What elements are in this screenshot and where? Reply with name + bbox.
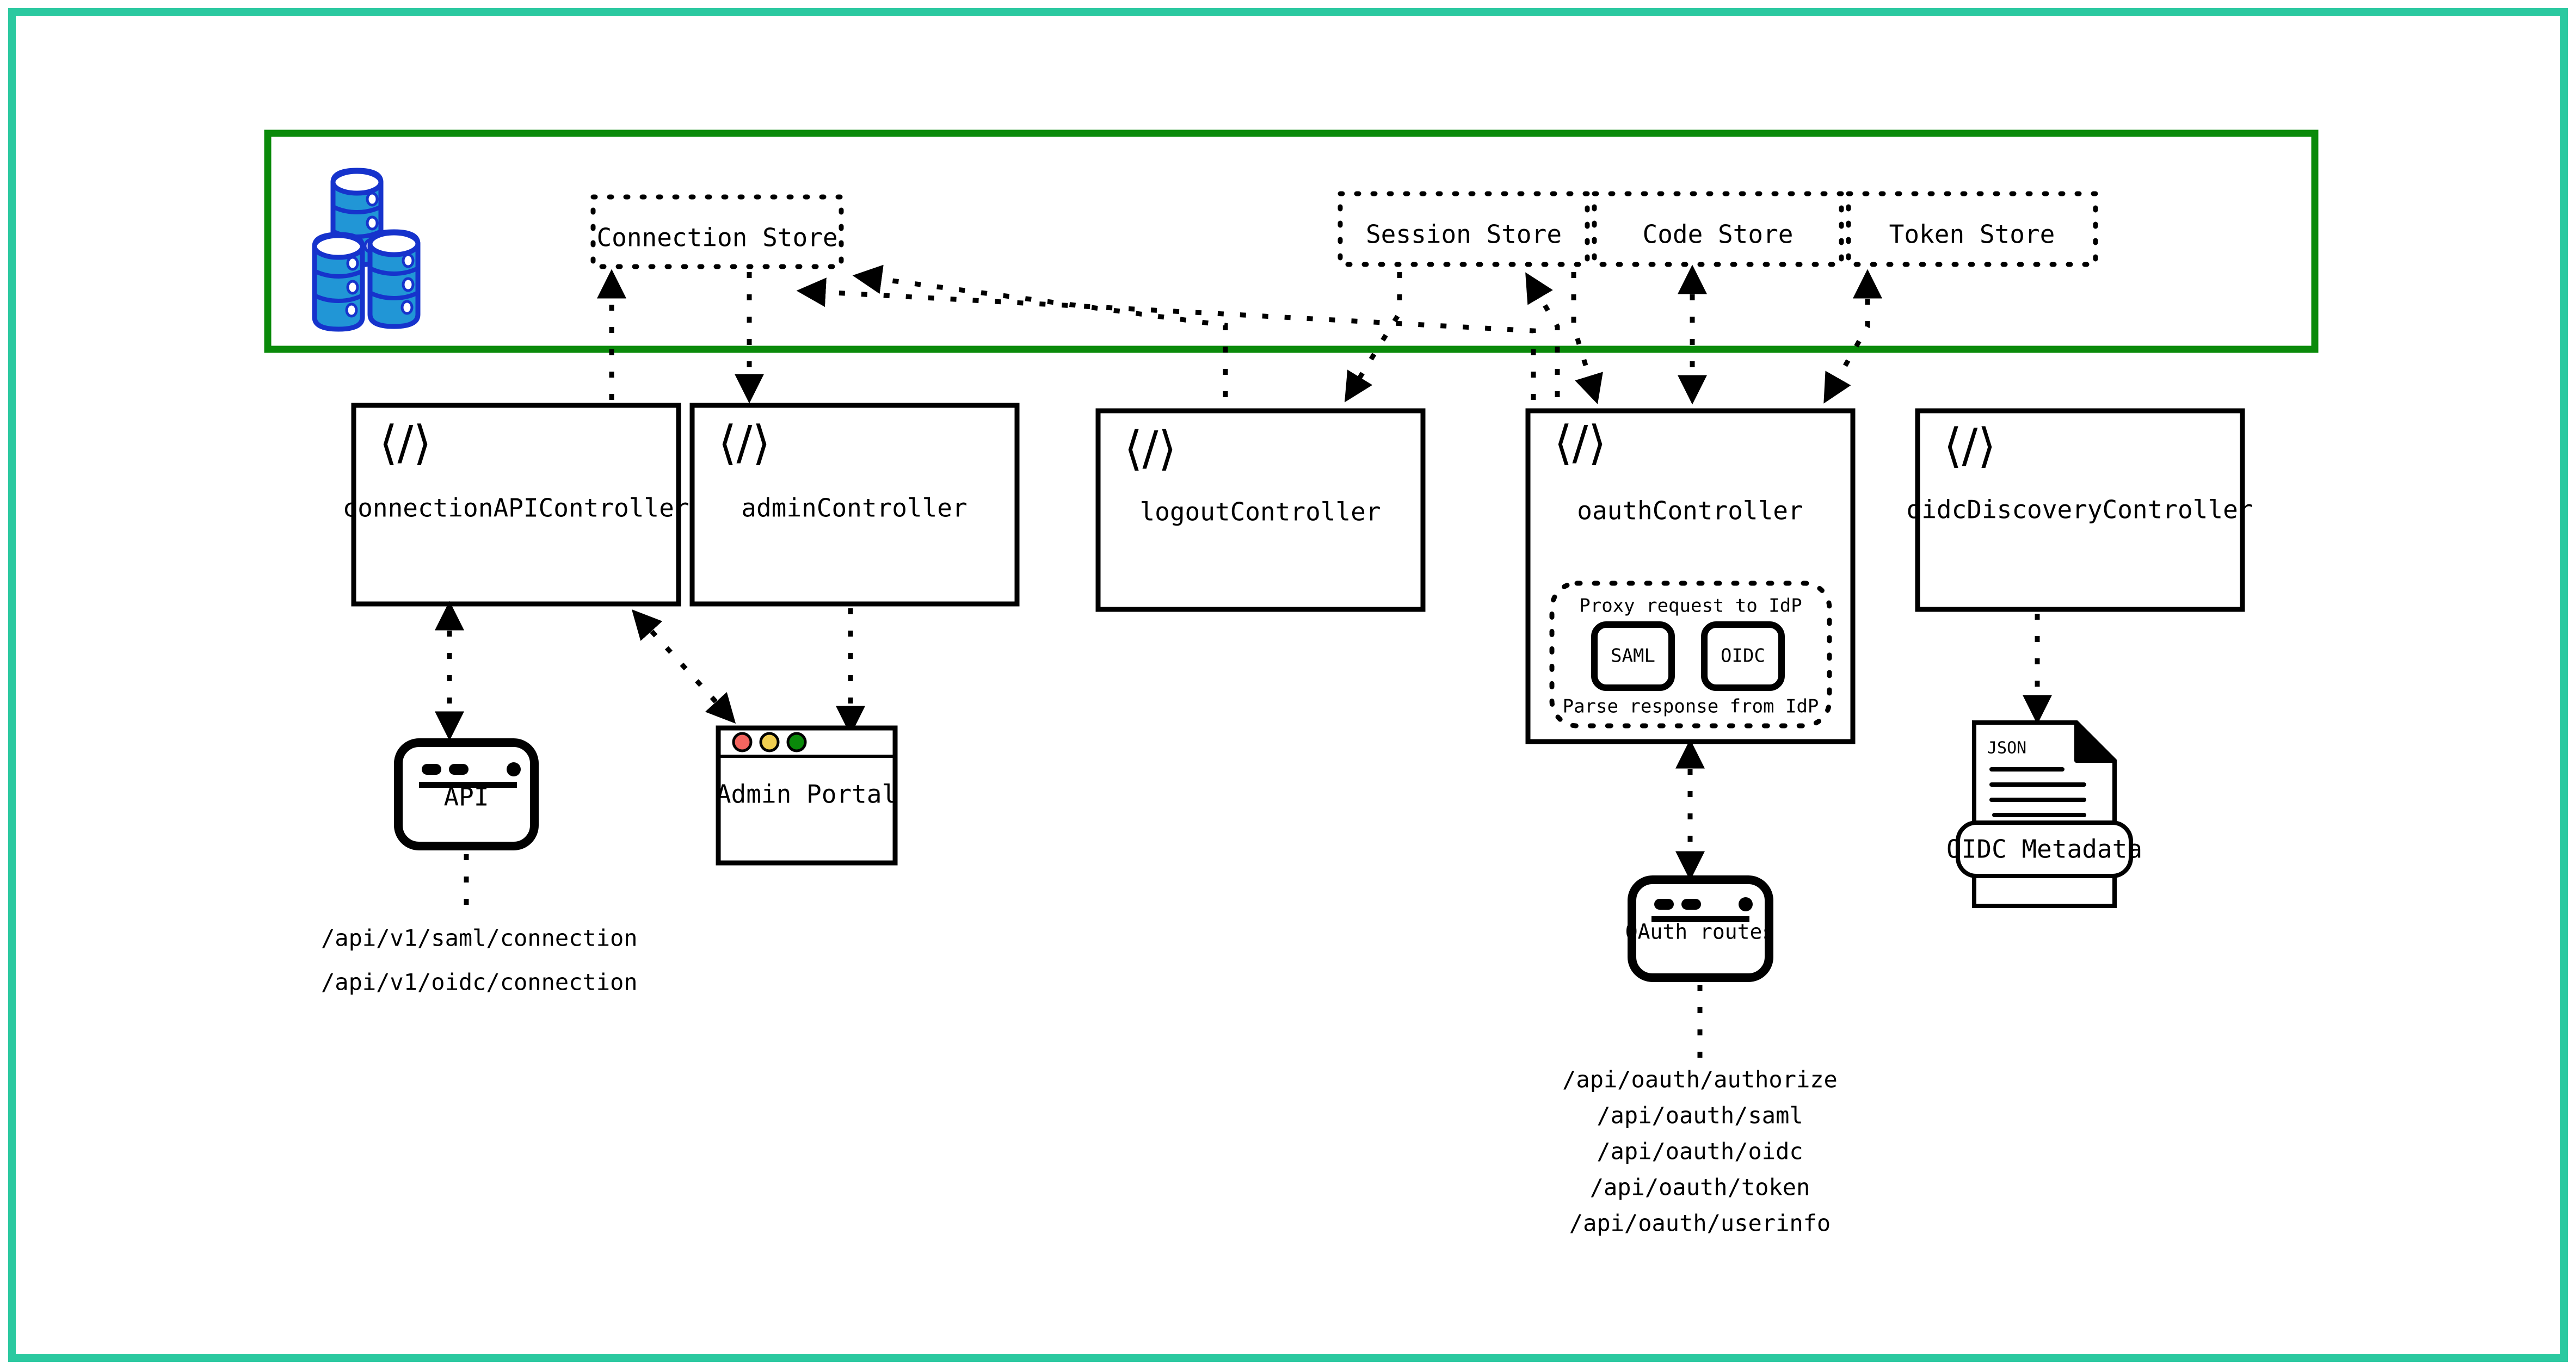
arrow-logout-to-connstore [852,264,1228,397]
metadata-label-plate [1956,820,2133,878]
node-label: OAuth routes [1625,920,1775,944]
endpoint-item: /api/v1/oidc/connection [321,969,638,996]
controller-logoutcontroller[interactable]: ⟨/⟩ logoutController [1095,408,1426,612]
arrow-oauth-to-connstore [796,277,1536,400]
controller-admincontroller[interactable]: ⟨/⟩ adminController [689,403,1020,607]
store-label: Session Store [1366,220,1562,249]
window-dot [422,764,441,775]
code-icon: ⟨/⟩ [1124,421,1176,476]
endpoint-item: /api/oauth/oidc [1597,1138,1803,1165]
store-label: Connection Store [596,223,837,252]
window-dot [1681,899,1701,910]
store-label: Code Store [1643,220,1794,249]
node-api[interactable]: API [394,738,539,850]
parse-response-label: Parse response from IdP [1563,696,1819,718]
endpoint-item: /api/oauth/authorize [1562,1066,1838,1093]
node-label: Admin Portal [716,780,897,809]
protocol-oidc[interactable]: OIDC [1701,621,1785,691]
node-label: API [443,782,489,812]
window-dot [1739,897,1753,911]
controller-oauthcontroller[interactable]: ⟨/⟩ oauthController Proxy request to IdP… [1525,408,1856,744]
json-badge: JSON [1987,739,2026,758]
protocol-label: SAML [1611,645,1655,667]
endpoint-item: /api/oauth/saml [1597,1102,1803,1129]
code-icon: ⟨/⟩ [1554,416,1606,470]
traffic-light-green-icon [786,732,807,752]
controller-label: connectionAPIController [343,493,689,523]
outer-frame [8,8,2568,1362]
protocol-saml[interactable]: SAML [1591,621,1675,691]
store-session-store[interactable]: Session Store [1338,191,1590,267]
endpoint-item: /api/oauth/userinfo [1569,1210,1831,1237]
protocol-label: OIDC [1721,645,1765,667]
window-dot [507,762,521,776]
controller-oidcdiscoverycontroller[interactable]: ⟨/⟩ oidcDiscoveryController [1907,408,2253,612]
store-connection-store[interactable]: Connection Store [590,194,844,269]
database-stack-icon [312,168,421,332]
node-label: OIDC Metadata [1946,835,2142,864]
code-icon: ⟨/⟩ [718,416,771,470]
arrow-tokenstore-oauth [1823,269,1882,404]
store-code-store[interactable]: Code Store [1592,191,1844,267]
node-admin-portal[interactable]: Admin Portal [716,725,898,866]
controller-label: logoutController [1139,497,1381,527]
proxy-request-label: Proxy request to IdP [1579,595,1802,617]
node-oidc-metadata[interactable]: JSON OIDC Metadata [1946,720,2142,908]
node-oauth-routes[interactable]: OAuth routes [1625,875,1775,982]
code-icon: ⟨/⟩ [379,416,432,470]
traffic-light-yellow-icon [759,732,780,752]
arrow-connapi-adminportal [631,609,736,724]
window-dot [449,764,469,775]
controller-label: adminController [741,493,967,523]
endpoint-item: /api/oauth/token [1590,1174,1810,1201]
window-titlebar-rule [1651,916,1749,922]
endpoint-list-oauth: /api/oauth/authorize /api/oauth/saml /ap… [1562,1066,1838,1237]
window-dot [1654,899,1674,910]
controller-label: oidcDiscoveryController [1907,495,2253,524]
code-icon: ⟨/⟩ [1944,418,1996,473]
controller-connectionapicontroller[interactable]: ⟨/⟩ connectionAPIController [343,403,689,607]
store-label: Token Store [1889,220,2055,249]
window-titlebar-rule [419,782,517,788]
traffic-light-red-icon [732,732,753,752]
document-fold-icon [2074,720,2117,763]
endpoint-list-connection-api: /api/v1/saml/connection /api/v1/oidc/con… [321,925,638,996]
oauth-idp-proxy-group: Proxy request to IdP SAML OIDC Parse res… [1549,581,1832,729]
arrow-oauth-to-sessionstore [1525,272,1560,397]
store-token-store[interactable]: Token Store [1846,191,2098,267]
endpoint-item: /api/v1/saml/connection [321,925,638,952]
controller-label: oauthController [1577,496,1803,526]
